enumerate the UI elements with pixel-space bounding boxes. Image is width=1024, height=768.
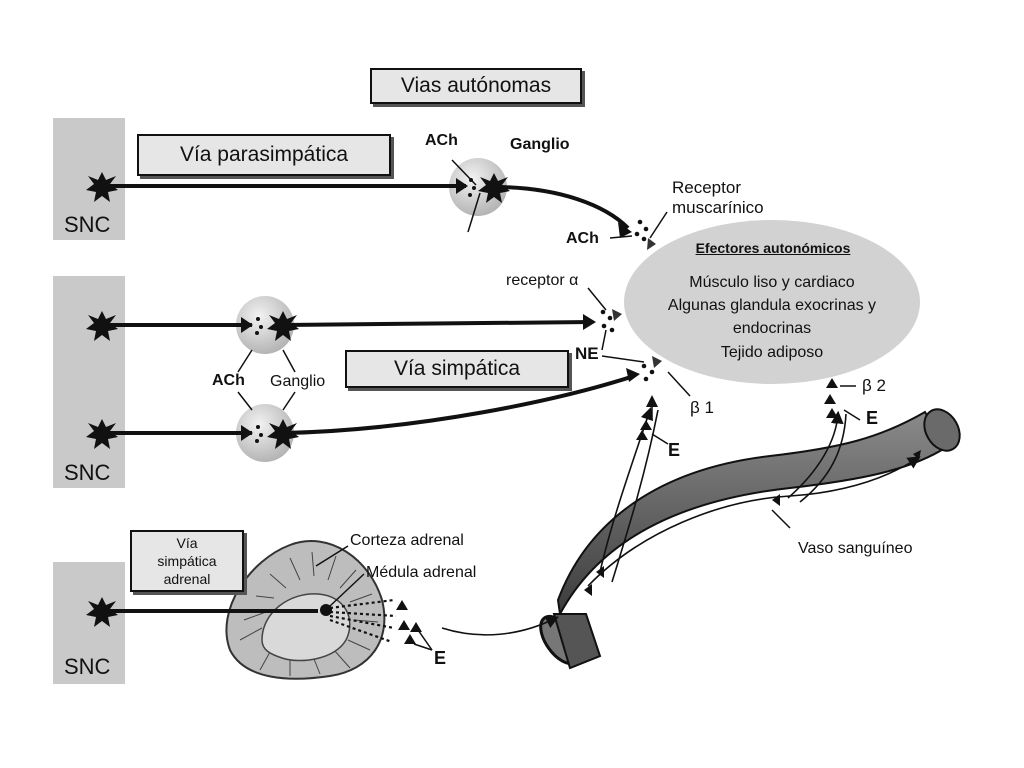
- effector-line-3: endocrinas: [732, 320, 812, 337]
- diagram-title: Vias autónomas: [370, 68, 582, 104]
- parasympathetic-postganglionic-axon: [497, 185, 630, 230]
- epinephrine-label-beta1: E: [668, 440, 681, 460]
- effector-line-1: Músculo liso y cardiaco: [689, 274, 855, 291]
- beta1-label: β 1: [690, 398, 714, 417]
- effector-line-2: Algunas glandula exocrinas y: [667, 297, 877, 314]
- parasympathetic-pathway-box: Vía parasimpática: [137, 134, 391, 176]
- blood-vessel-label: Vaso sanguíneo: [798, 540, 913, 557]
- receptor-alpha-label: receptor α: [506, 272, 579, 289]
- snc-label-middle: SNC: [64, 460, 111, 485]
- adrenal-pathway-box: Vía simpática adrenal: [130, 530, 244, 592]
- ganglion-sympathetic-lower: [236, 404, 294, 462]
- adrenal-medulla-label: Médula adrenal: [366, 564, 477, 581]
- ganglion-label-parasympathetic: Ganglio: [510, 136, 570, 153]
- ach-label-effector: ACh: [566, 230, 599, 247]
- sympathetic-postganglionic-axon-lower: [284, 374, 635, 435]
- adrenal-pathway-line-2: simpática: [157, 553, 217, 569]
- snc-label-top: SNC: [64, 212, 111, 237]
- sympathetic-postganglionic-axon-upper: [284, 320, 593, 327]
- effector-line-4: Tejido adiposo: [720, 344, 824, 361]
- adrenal-pathway-line-3: adrenal: [163, 571, 211, 587]
- adrenal-cortex-label: Corteza adrenal: [350, 532, 464, 549]
- effector-ellipse: [624, 220, 920, 384]
- blood-vessel: [556, 410, 947, 618]
- ganglion-label-sympathetic: Ganglio: [270, 373, 326, 390]
- epinephrine-label-beta2: E: [866, 408, 879, 428]
- effectors-heading: Efectores autonómicos: [695, 240, 851, 256]
- sympathetic-pathway-box: Vía simpática: [345, 350, 569, 388]
- ganglion-sympathetic-upper: [236, 296, 294, 354]
- receptor-muscarinic-label: Receptor muscarínico: [672, 178, 764, 218]
- adrenal-pathway-line-1: Vía: [176, 535, 198, 551]
- ach-label-sympathetic-ganglion: ACh: [212, 372, 245, 389]
- snc-box-middle: [53, 276, 125, 488]
- receptor-muscarinic-line-2: muscarínico: [672, 198, 764, 217]
- receptor-muscarinic-line-1: Receptor: [672, 178, 741, 197]
- epinephrine-label-adrenal: E: [434, 648, 447, 668]
- ne-label: NE: [575, 344, 599, 363]
- neuron-cell-bodies: [86, 172, 510, 627]
- ach-label-parasympathetic-ganglion: ACh: [425, 132, 458, 149]
- snc-box-bottom: [53, 562, 125, 684]
- snc-label-bottom: SNC: [64, 654, 111, 679]
- beta2-label: β 2: [862, 376, 886, 395]
